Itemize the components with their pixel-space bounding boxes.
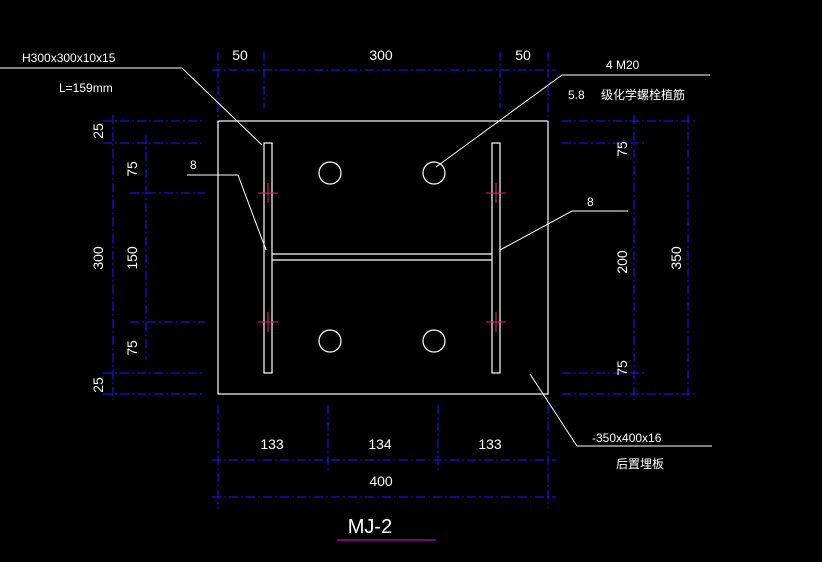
bolt-description-label: 级化学螺栓植筋 — [601, 87, 685, 102]
dimension-lines — [103, 52, 698, 508]
bolt-hole-top-right — [422, 161, 446, 185]
bolt-hole-top-left — [318, 161, 342, 185]
bolt-hole-bottom-right — [422, 329, 446, 353]
dim-bottom-total: 400 — [369, 473, 393, 489]
dim-left-outer-top: 25 — [90, 123, 106, 139]
weld-size-right: 8 — [587, 195, 594, 209]
dim-bottom-part-3: 133 — [478, 436, 502, 452]
bolt-count-label: 4 M20 — [606, 58, 640, 72]
dim-right-inner-top: 75 — [614, 141, 630, 157]
dim-left-inner-middle: 150 — [124, 246, 140, 270]
base-plate-outline — [217, 120, 549, 395]
right-flange — [491, 142, 501, 374]
dim-top-left: 50 — [232, 47, 248, 63]
bolt-hole-bottom-left — [318, 329, 342, 353]
weld-marks — [258, 183, 506, 332]
dim-top-middle: 300 — [369, 47, 393, 63]
dim-left-inner-bottom: 75 — [124, 340, 140, 356]
section-label: H300x300x10x15 — [22, 51, 116, 65]
dim-left-outer-middle: 300 — [90, 246, 106, 270]
dim-bottom-part-1: 133 — [260, 436, 284, 452]
dim-right-total: 350 — [668, 246, 684, 270]
dim-right-inner-middle: 200 — [614, 250, 630, 274]
length-label: L=159mm — [59, 81, 113, 95]
drawing-title: MJ-2 — [348, 516, 392, 538]
left-flange — [263, 142, 273, 374]
dim-left-inner-top: 75 — [124, 161, 140, 177]
plate-description-label: 后置埋板 — [616, 457, 664, 471]
dim-bottom-part-2: 134 — [368, 436, 392, 452]
dim-left-outer-bottom: 25 — [90, 377, 106, 393]
weld-size-left: 8 — [190, 158, 197, 172]
dim-right-inner-bottom: 75 — [614, 360, 630, 376]
leader-lines — [0, 67, 712, 447]
dim-top-right: 50 — [515, 47, 531, 63]
bolt-grade-label: 5.8 — [568, 88, 585, 102]
plate-spec-label: -350x400x16 — [592, 431, 662, 445]
